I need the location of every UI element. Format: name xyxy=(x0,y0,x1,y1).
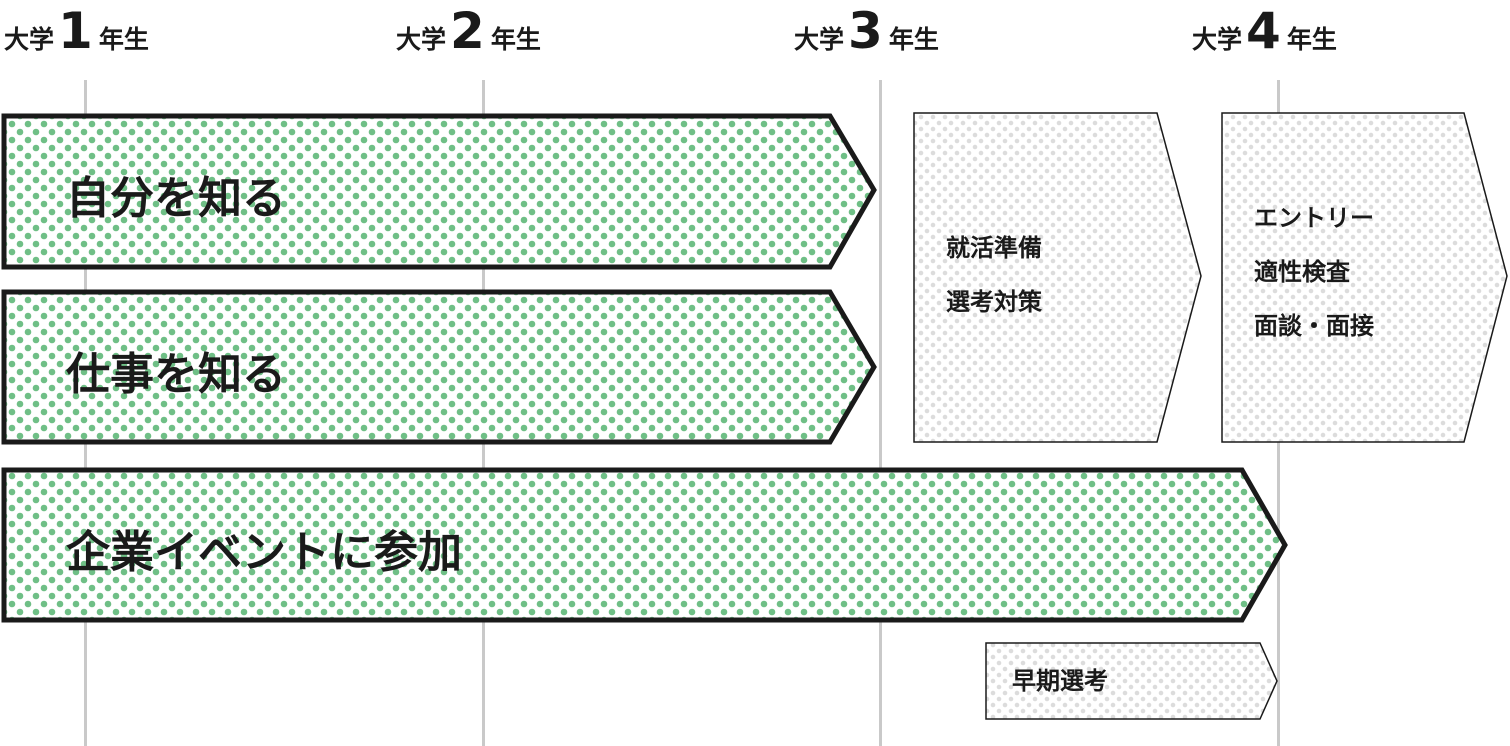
arrow-events xyxy=(1,467,1288,623)
selection-item-1: エントリー xyxy=(1254,204,1374,232)
arrow-know-self xyxy=(1,113,877,270)
arrow-know-work xyxy=(1,289,877,445)
selection-item-3: 面談・面接 xyxy=(1254,312,1374,340)
stage-prep-box xyxy=(913,112,1202,443)
stage-selection-box xyxy=(1221,112,1508,443)
know-self-label: 自分を知る xyxy=(66,173,286,224)
know-work-label: 仕事を知る xyxy=(66,349,286,400)
prep-item-2: 選考対策 xyxy=(946,288,1042,316)
prep-item-1: 就活準備 xyxy=(946,234,1042,262)
stage-early-box xyxy=(985,642,1278,720)
year-gridline-3 xyxy=(879,80,882,746)
prep-label: 就活準備 選考対策 xyxy=(946,230,1042,320)
selection-item-2: 適性検査 xyxy=(1254,258,1350,286)
events-label: 企業イベントに参加 xyxy=(66,527,462,578)
selection-label: エントリー 適性検査 面談・面接 xyxy=(1254,200,1374,344)
early-selection-label: 早期選考 xyxy=(1012,667,1108,695)
